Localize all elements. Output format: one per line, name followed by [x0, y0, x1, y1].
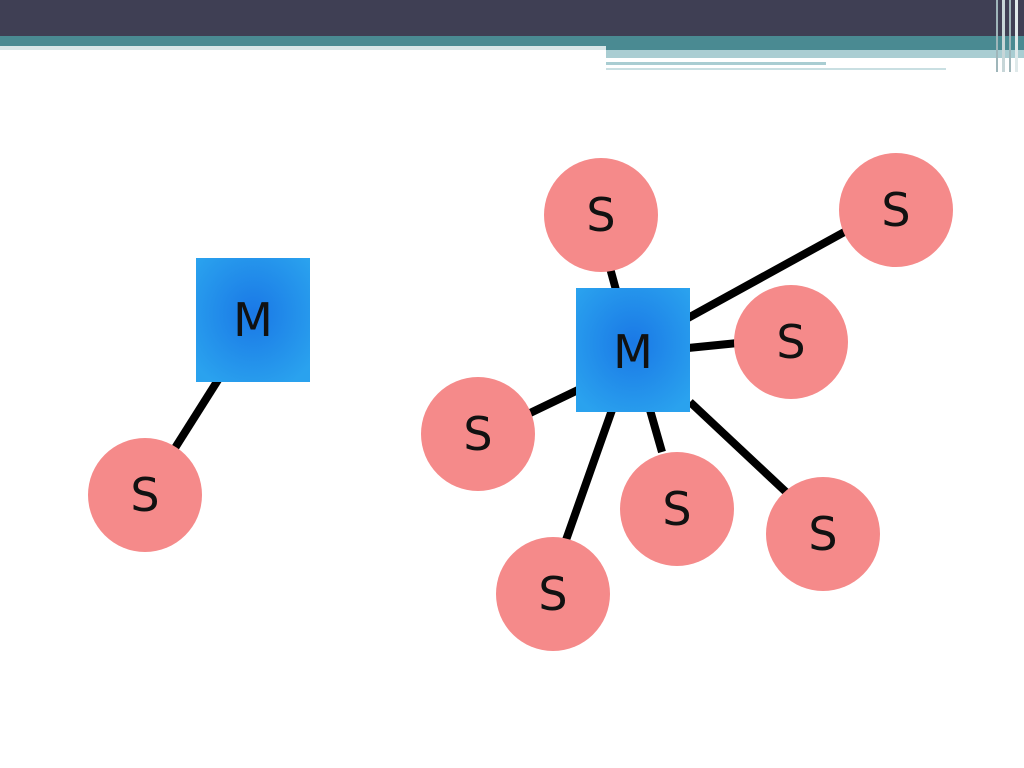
edge-line-4	[1015, 0, 1018, 72]
right-edge-left	[526, 386, 580, 418]
right-slave-node-3	[734, 285, 848, 399]
right-edge-top-right	[686, 226, 850, 322]
right-graph: M S S S S S S S	[421, 153, 953, 651]
right-slave-node-5	[620, 452, 734, 566]
right-master-node	[576, 288, 690, 412]
accent-strip-fill	[0, 36, 1024, 46]
right-slave-label-3: S	[776, 315, 805, 369]
right-slave-label-1: S	[586, 188, 615, 242]
right-slave-node-2	[839, 153, 953, 267]
accent-line-3	[606, 68, 946, 70]
right-slave-label-6: S	[808, 507, 837, 561]
left-slave-node-1	[88, 438, 202, 552]
header-bar	[0, 0, 1024, 36]
accent-line-2	[606, 62, 826, 65]
right-slave-node-7	[496, 537, 610, 651]
left-graph: M S	[88, 258, 310, 552]
right-master-label: M	[613, 325, 653, 379]
right-slave-label-5: S	[662, 482, 691, 536]
right-slave-label-4: S	[463, 407, 492, 461]
right-edge-bottom-left	[562, 408, 616, 542]
accent-strip-light	[0, 46, 606, 50]
right-slave-node-4	[421, 377, 535, 491]
right-edge-top	[606, 266, 620, 292]
left-master-node	[196, 258, 310, 382]
header-bar-fill	[0, 0, 1024, 36]
accent-line-1	[606, 50, 1024, 58]
accent-lines	[606, 50, 1024, 70]
edge-line-2	[1002, 0, 1005, 72]
right-slave-node-6	[766, 477, 880, 591]
right-edge-bottom	[646, 408, 666, 454]
right-slave-node-1	[544, 158, 658, 272]
accent-strip	[0, 36, 1024, 50]
edge-lines	[996, 0, 1018, 72]
left-slave-label-1: S	[130, 468, 159, 522]
right-slave-label-2: S	[881, 183, 910, 237]
accent-strip-dark-extension	[606, 46, 1024, 50]
edge-line-1	[996, 0, 998, 72]
left-edge-1	[171, 377, 222, 451]
right-edge-right	[687, 339, 739, 352]
edge-line-3	[1009, 0, 1011, 72]
right-slave-label-7: S	[538, 567, 567, 621]
right-edge-bottom-right	[687, 399, 789, 495]
left-master-label: M	[233, 293, 273, 347]
